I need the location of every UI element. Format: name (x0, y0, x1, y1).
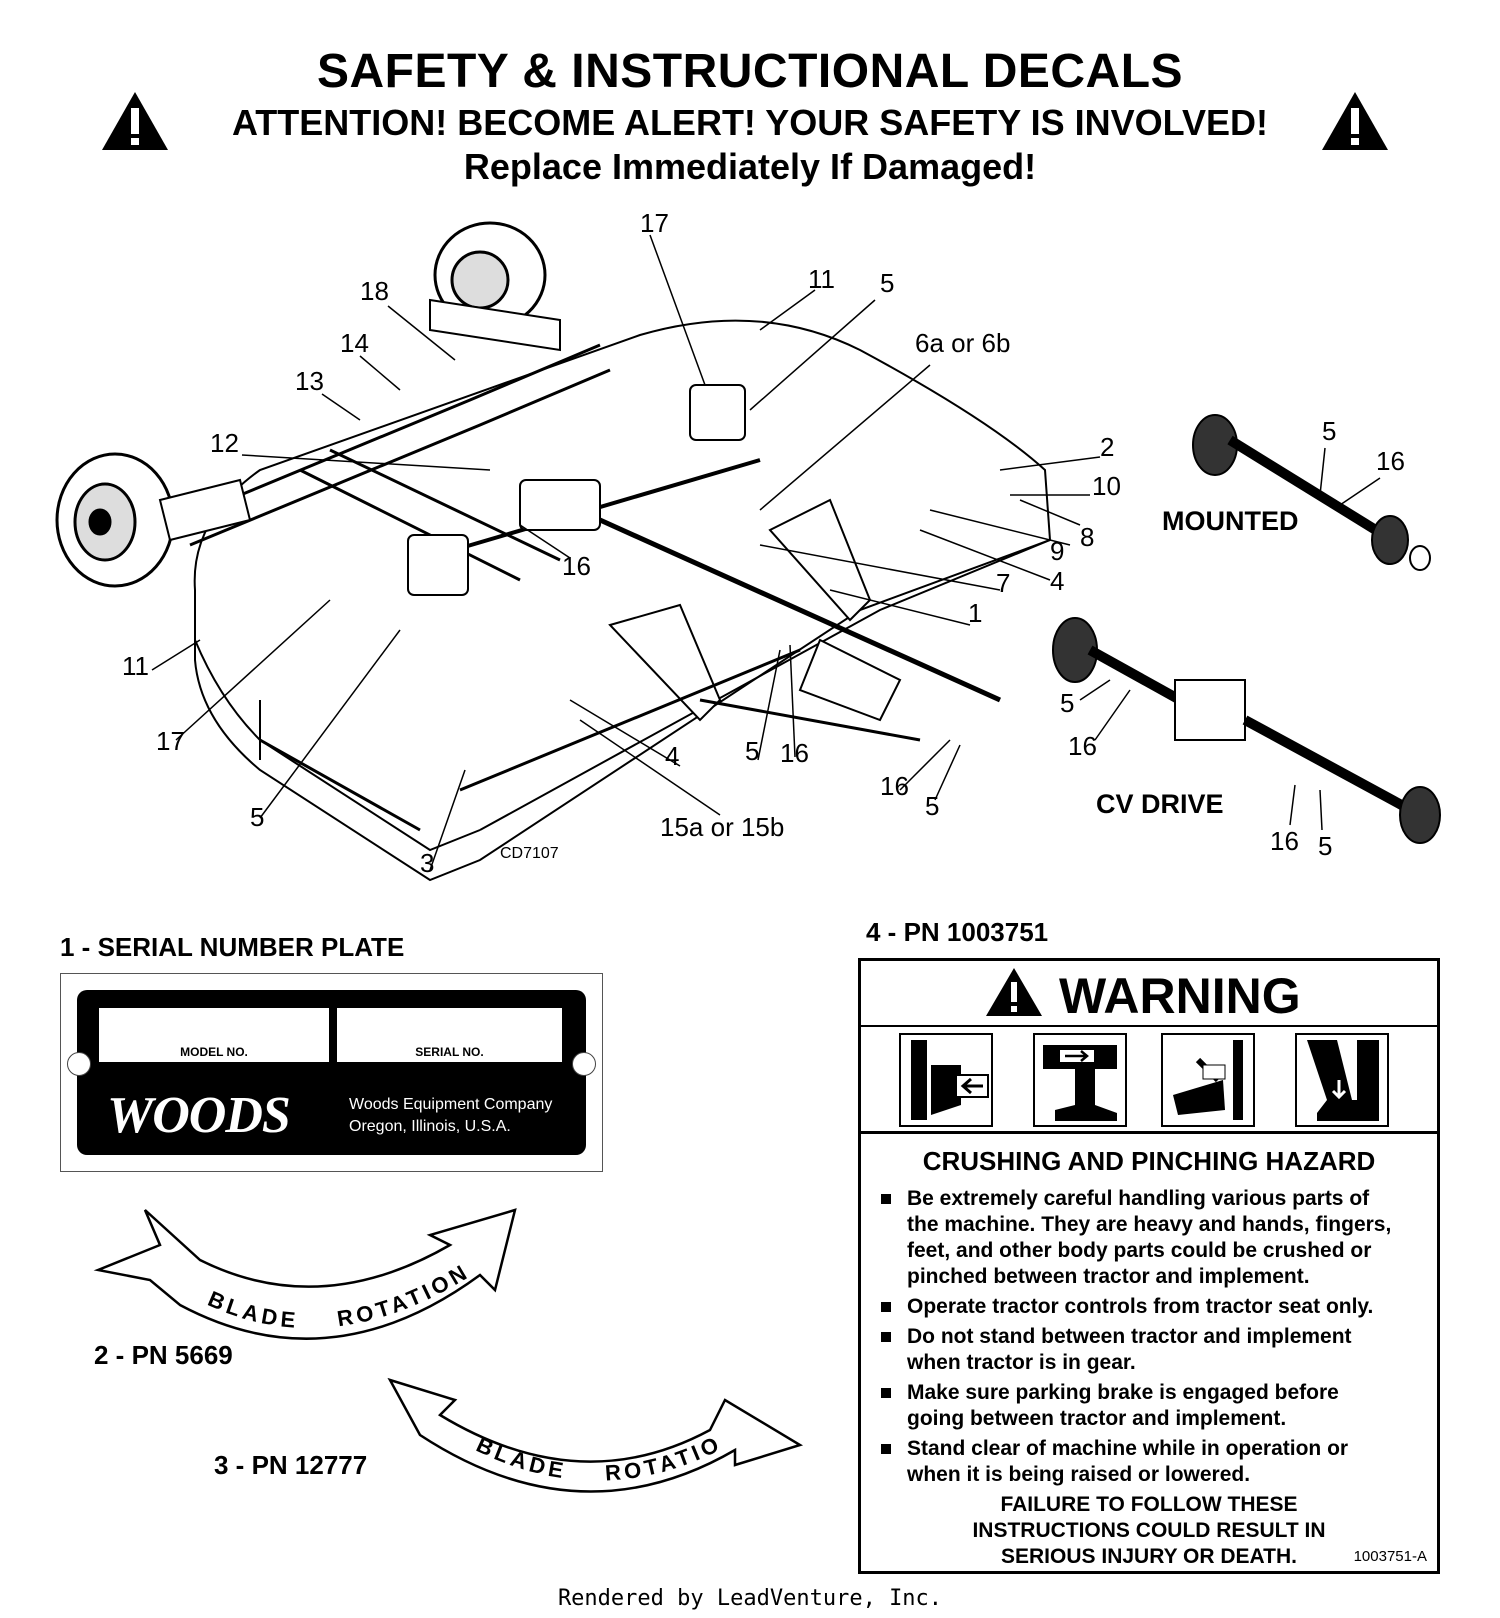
failure-line: SERIOUS INJURY OR DEATH. (1001, 1545, 1297, 1568)
bullet-line: feet, and other body parts could be crus… (907, 1239, 1372, 1262)
callout-label: 16 (1376, 446, 1405, 476)
bullet-line: when tractor is in gear. (907, 1351, 1136, 1374)
callout-label: 17 (156, 726, 185, 756)
callout-label: 15a or 15b (660, 812, 784, 842)
bullet-line: Stand clear of machine while in operatio… (907, 1437, 1349, 1460)
decal-code: 1003751-A (1353, 1548, 1427, 1565)
callout-label: 16 (780, 738, 809, 768)
callout-label: 2 (1100, 432, 1114, 462)
callout-label: 16 (1068, 731, 1097, 761)
attention-subtitle: ATTENTION! BECOME ALERT! YOUR SAFETY IS … (231, 102, 1269, 143)
company-info: Woods Equipment Company Oregon, Illinois… (349, 1094, 552, 1138)
bullet-line: Operate tractor controls from tractor se… (907, 1295, 1374, 1318)
bullet-line: the machine. They are heavy and hands, f… (907, 1213, 1392, 1236)
failure-line: INSTRUCTIONS COULD RESULT IN (972, 1519, 1326, 1542)
mower-decal-location-diagram: 17 11 5 18 14 13 6a or 6b 12 2 10 8 9 7 … (55, 208, 1441, 882)
bullet-line: Make sure parking brake is engaged befor… (907, 1381, 1339, 1404)
signal-word: WARNING (1059, 968, 1301, 1024)
failure-line: FAILURE TO FOLLOW THESE (1000, 1493, 1298, 1516)
callout-label: 5 (925, 791, 939, 821)
callout-label: 9 (1050, 536, 1064, 566)
page-title: SAFETY & INSTRUCTIONAL DECALS (316, 45, 1184, 98)
callout-label: 7 (996, 568, 1010, 598)
callout-label: 18 (360, 276, 389, 306)
callout-label: 6a or 6b (915, 328, 1010, 358)
bullet-line: Do not stand between tractor and impleme… (907, 1325, 1352, 1348)
company-address: Oregon, Illinois, U.S.A. (349, 1118, 511, 1135)
callout-label: 4 (1050, 566, 1064, 596)
cv-driveline (1052, 617, 1441, 844)
pictogram-row (861, 1027, 1437, 1134)
decal2-caption: 2 - PN 5669 (94, 1340, 233, 1370)
woods-logo: WOODS (107, 1087, 291, 1144)
rear-left-wheel (55, 452, 175, 588)
callout-label: 11 (122, 651, 149, 681)
mount-hole-left (67, 1052, 91, 1076)
serial-no-box: SERIAL NO. (337, 1008, 562, 1062)
mounted-label: MOUNTED (1162, 506, 1299, 536)
callout-label: 3 (420, 848, 434, 878)
plate-black-face: MODEL NO. SERIAL NO. WOODS Woods Equipme… (77, 990, 586, 1155)
hand-pinch-icon (1161, 1033, 1255, 1127)
callout-label: 5 (1322, 416, 1336, 446)
cv-drive-label: CV DRIVE (1096, 789, 1224, 819)
bullet-line: pinched between tractor and implement. (907, 1265, 1310, 1288)
replace-subtitle: Replace Immediately If Damaged! (463, 146, 1037, 187)
bullet-line: when it is being raised or lowered. (907, 1463, 1251, 1486)
foot-crush-icon (1033, 1033, 1127, 1127)
mount-hole-right (572, 1052, 596, 1076)
warning-bullet: Be extremely careful handling various pa… (879, 1186, 1419, 1290)
callout-label: 16 (1270, 826, 1299, 856)
rendered-by-footer: Rendered by LeadVenture, Inc. (557, 1586, 943, 1611)
failure-warning: FAILURE TO FOLLOW THESE INSTRUCTIONS COUL… (861, 1492, 1437, 1570)
callout-label: 4 (665, 741, 679, 771)
leg-crush-icon (1295, 1033, 1389, 1127)
decal1-caption: 1 - SERIAL NUMBER PLATE (60, 932, 405, 962)
callout-label: 8 (1080, 522, 1094, 552)
bullet-line: Be extremely careful handling various pa… (907, 1187, 1370, 1210)
callout-label: 16 (880, 771, 909, 801)
bullet-line: going between tractor and implement. (907, 1407, 1287, 1430)
callout-label: 5 (745, 736, 759, 766)
company-name: Woods Equipment Company (349, 1096, 553, 1113)
model-no-box: MODEL NO. (99, 1008, 329, 1062)
callout-label: 17 (640, 208, 669, 238)
warning-triangle-icon (102, 92, 168, 150)
drawing-code: CD7107 (500, 845, 559, 862)
callout-label: 5 (250, 802, 264, 832)
rear-right-wheel (433, 221, 547, 329)
hand-crush-icon (899, 1033, 993, 1127)
callout-label: 13 (295, 366, 324, 396)
mounted-driveline (1192, 414, 1431, 571)
warning-decal: WARNING CRUSHING AND PINCHING HAZARD Be … (858, 958, 1440, 1574)
callout-label: 11 (808, 264, 835, 294)
warning-triangle-icon (986, 968, 1042, 1016)
warning-triangle-icon (1322, 92, 1388, 150)
hazard-title: CRUSHING AND PINCHING HAZARD (922, 1146, 1376, 1176)
callout-label: 1 (968, 598, 982, 628)
callout-label: 5 (1318, 831, 1332, 861)
decal3-caption: 3 - PN 12777 (214, 1450, 368, 1480)
callout-label: 14 (340, 328, 369, 358)
callout-label: 16 (562, 551, 591, 581)
callout-label: 5 (1060, 688, 1074, 718)
model-no-label: MODEL NO. (180, 1045, 248, 1059)
decal4-caption: 4 - PN 1003751 (866, 917, 1049, 947)
serial-number-plate: MODEL NO. SERIAL NO. WOODS Woods Equipme… (60, 973, 603, 1172)
serial-no-label: SERIAL NO. (415, 1045, 484, 1059)
callout-label: 5 (880, 268, 894, 298)
warning-header: WARNING (861, 961, 1437, 1027)
callout-label: 12 (210, 428, 239, 458)
callout-label: 10 (1092, 471, 1121, 501)
